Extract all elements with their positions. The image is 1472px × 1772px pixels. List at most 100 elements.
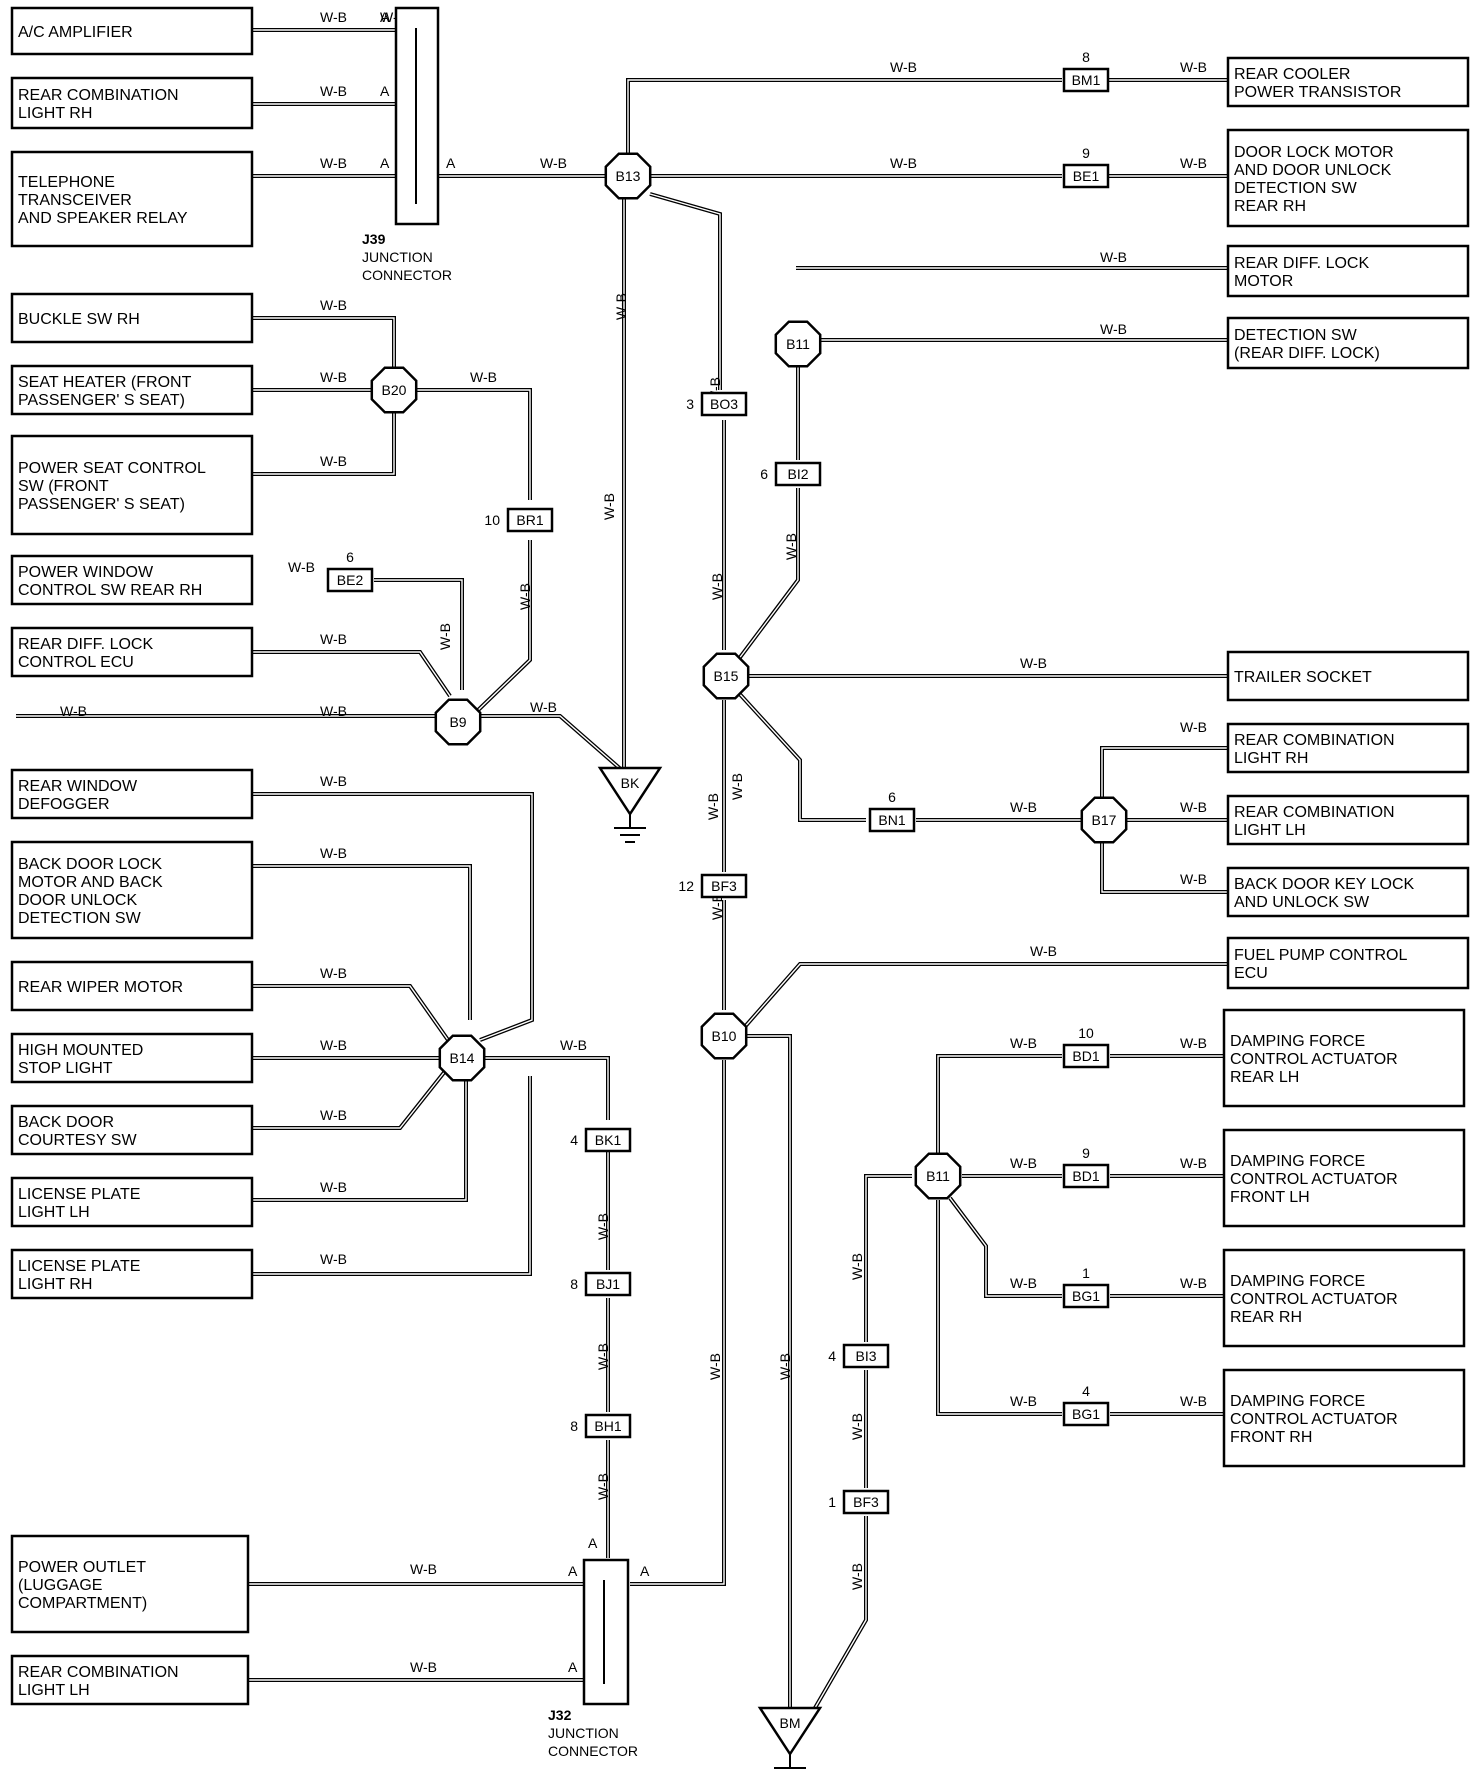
component-label: PASSENGER' S SEAT) (18, 496, 185, 513)
component-box (1222, 1248, 1466, 1348)
wire-core (471, 540, 531, 717)
wire-color-label-vertical: W-B (707, 1353, 723, 1380)
wire-core (737, 488, 799, 661)
junction-connector-label: CONNECTOR (548, 1743, 638, 1759)
wire (474, 714, 626, 774)
component-label: REAR WINDOW (18, 778, 138, 795)
component-label: LIGHT RH (1234, 750, 1308, 767)
wire-color-label: W-B (470, 369, 497, 385)
wire-core (630, 1060, 725, 1585)
component-box (10, 1032, 254, 1084)
connector-label: BH1 (594, 1418, 621, 1434)
junction-point-shape (434, 698, 482, 746)
connector-pin: 6 (760, 466, 768, 482)
component-box (10, 626, 254, 678)
wire-color-label: W-B (320, 9, 347, 25)
wire (626, 78, 1062, 176)
component-label: LIGHT LH (18, 1682, 90, 1699)
terminal-label: A (588, 1535, 598, 1551)
wire (252, 650, 452, 698)
wire-color-label: W-B (890, 155, 917, 171)
wire-core (1101, 840, 1228, 893)
component-label: REAR COMBINATION (18, 87, 179, 104)
connector-pin: 10 (484, 512, 500, 528)
wire-color-label: W-B (1010, 799, 1037, 815)
junction-point-shape (370, 366, 418, 414)
component-label: REAR RH (1234, 198, 1306, 215)
wire (482, 1056, 610, 1120)
connector-pin: 8 (570, 1276, 578, 1292)
wire-color-label-vertical: W-B (517, 583, 533, 610)
wire-color-label: W-B (320, 369, 347, 385)
connector-body (584, 1413, 632, 1439)
connector-body (584, 1127, 632, 1153)
wire-core (741, 963, 1228, 1031)
wire-core (252, 1076, 467, 1201)
connector-body (1062, 163, 1110, 189)
connector-body (1062, 1283, 1110, 1309)
component-label: CONTROL ECU (18, 654, 134, 671)
component-label: FRONT RH (1230, 1429, 1312, 1446)
wire-color-label: W-B (320, 631, 347, 647)
component-label: SW (FRONT (18, 478, 109, 495)
component-box (1226, 722, 1470, 774)
wire-color-label: W-B (320, 155, 347, 171)
junction-point-shape (438, 1034, 486, 1082)
connector-pin: 12 (678, 878, 694, 894)
junction-point-shape (604, 152, 652, 200)
junction-point-shape (774, 320, 822, 368)
component-label: POWER WINDOW (18, 564, 154, 581)
wire (412, 388, 532, 500)
wire-core (937, 1055, 1062, 1176)
junction-point-shape (914, 1152, 962, 1200)
component-label: REAR COMBINATION (18, 1664, 179, 1681)
component-box (10, 1248, 254, 1300)
junction-point-B11: B11 (774, 320, 822, 368)
component-box (10, 1654, 250, 1706)
component-box (1226, 650, 1470, 702)
junction-point-label: B17 (1092, 812, 1117, 828)
junction-connector-code: J39 (362, 231, 386, 247)
connector-pin: 8 (570, 1418, 578, 1434)
component-box (1222, 1128, 1466, 1228)
terminal-label: A (380, 155, 390, 171)
junction-point-label: B13 (616, 168, 641, 184)
junction-point-B20: B20 (370, 366, 418, 414)
ground-symbol (757, 1706, 823, 1757)
wire-color-label: W-B (1180, 719, 1207, 735)
component-label: HIGH MOUNTED (18, 1042, 143, 1059)
wire-color-label-vertical: W-B (601, 493, 617, 520)
wire-core (252, 317, 395, 376)
connector-label: BG1 (1072, 1288, 1100, 1304)
connector-body (774, 461, 822, 487)
connector-label: BE2 (337, 572, 364, 588)
wire (252, 984, 450, 1042)
wire-color-label: W-B (60, 703, 87, 719)
component-label: REAR LH (1230, 1069, 1299, 1086)
wire-color-label-vertical: W-B (729, 773, 745, 800)
terminal-label: A (568, 1563, 578, 1579)
wire-color-label-vertical: W-B (437, 623, 453, 650)
wire-color-label: W-B (1010, 1035, 1037, 1051)
wire-color-label-vertical: W-B (613, 293, 629, 320)
component-label: PASSENGER' S SEAT) (18, 392, 185, 409)
component-label: DAMPING FORCE (1230, 1273, 1365, 1290)
junction-point-label: B9 (449, 714, 466, 730)
component-label: AND UNLOCK SW (1234, 894, 1370, 911)
wire-color-label: W-B (320, 1179, 347, 1195)
connector-label: BR1 (516, 512, 543, 528)
junction-connector-label: JUNCTION (548, 1725, 619, 1741)
connector-pin: 1 (828, 1494, 836, 1510)
